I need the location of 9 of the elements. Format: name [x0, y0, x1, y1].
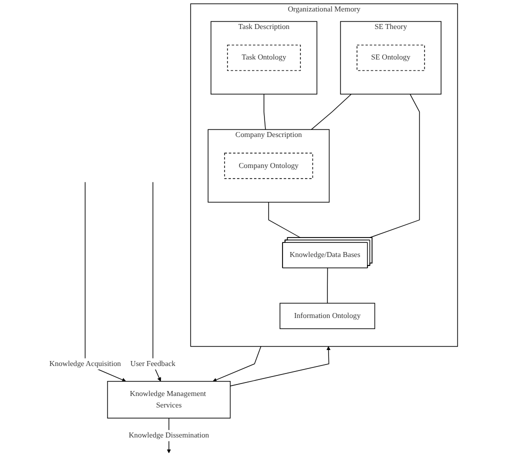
connector — [230, 346, 331, 386]
connector — [84, 182, 126, 382]
connector — [264, 94, 266, 130]
connector — [310, 94, 352, 130]
connector — [152, 182, 162, 382]
connector — [327, 268, 328, 304]
connector — [369, 94, 420, 238]
connector — [212, 346, 262, 382]
connector — [268, 202, 301, 238]
